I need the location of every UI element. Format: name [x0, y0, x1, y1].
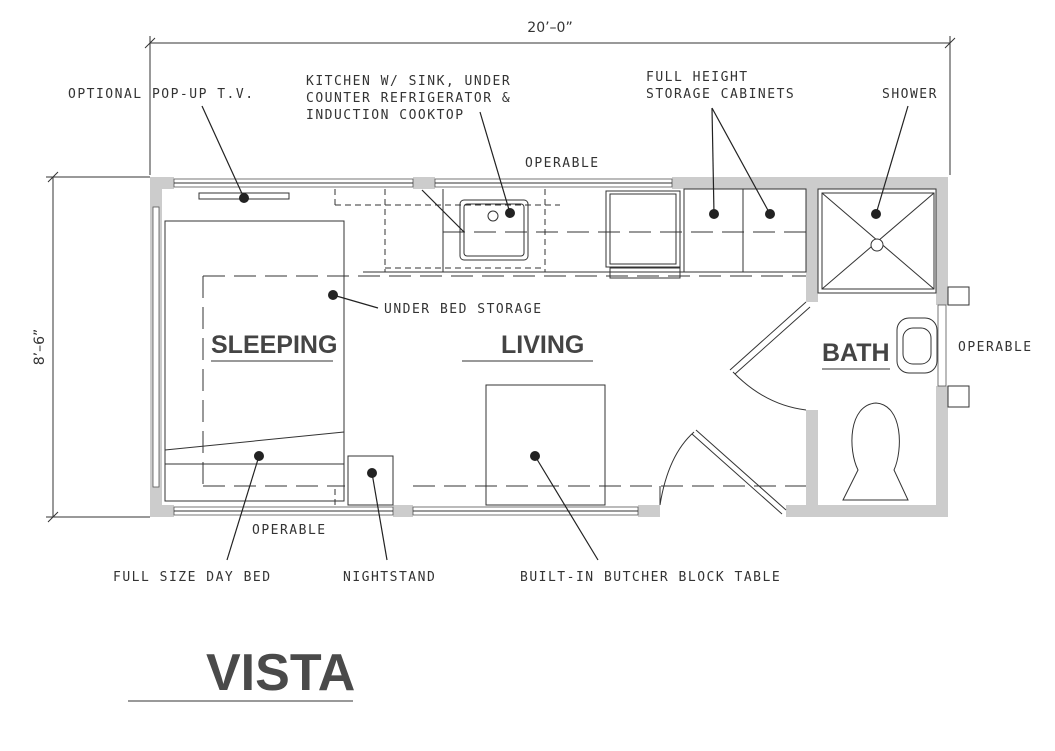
window-top-label: OPERABLE [525, 156, 600, 171]
window-bottom-label: OPERABLE [252, 523, 327, 538]
shower-label: SHOWER [882, 87, 938, 102]
plan-title: VISTA [206, 644, 355, 702]
toilet [842, 402, 909, 501]
storage-cabinets [683, 188, 807, 273]
shower [817, 188, 937, 294]
kitchen-label-line-1: KITCHEN W/ SINK, UNDER [306, 74, 511, 89]
width-dimension-label: 8’–6” [32, 329, 48, 366]
butcher-block-table [485, 384, 606, 506]
under-bed-storage-outline [202, 275, 806, 487]
room-label-sleeping: SLEEPING [211, 331, 337, 359]
kitchen-counter [334, 189, 806, 273]
exterior-walls [150, 177, 970, 517]
window-right-label: OPERABLE [958, 340, 1033, 355]
popup-tv-label: OPTIONAL POP-UP T.V. [68, 87, 255, 102]
cabinets-label-line-1: FULL HEIGHT [646, 70, 749, 85]
room-label-bath: BATH [822, 339, 890, 367]
leader-lines [201, 105, 909, 561]
bath-door [729, 301, 811, 411]
kitchen-label-line-3: INDUCTION COOKTOP [306, 108, 465, 123]
kitchen-label-line-2: COUNTER REFRIGERATOR & [306, 91, 511, 106]
dimension-length: 20’–0” [144, 20, 956, 175]
cabinets-label-line-2: STORAGE CABINETS [646, 87, 795, 102]
length-dimension-label: 20’–0” [527, 20, 572, 36]
day-bed [164, 220, 345, 502]
callout-markers [239, 193, 881, 478]
nightstand-label: NIGHTSTAND [343, 570, 436, 585]
day-bed-label: FULL SIZE DAY BED [113, 570, 272, 585]
table-label: BUILT-IN BUTCHER BLOCK TABLE [520, 570, 781, 585]
refrigerator [605, 190, 681, 279]
dimension-width: 8’–6” [32, 171, 150, 523]
bath-sink [896, 317, 938, 374]
entry-door [659, 429, 787, 515]
kitchen-sink [459, 199, 529, 261]
under-bed-storage-label: UNDER BED STORAGE [384, 302, 543, 317]
nightstand [334, 455, 394, 506]
room-label-living: LIVING [501, 331, 584, 359]
